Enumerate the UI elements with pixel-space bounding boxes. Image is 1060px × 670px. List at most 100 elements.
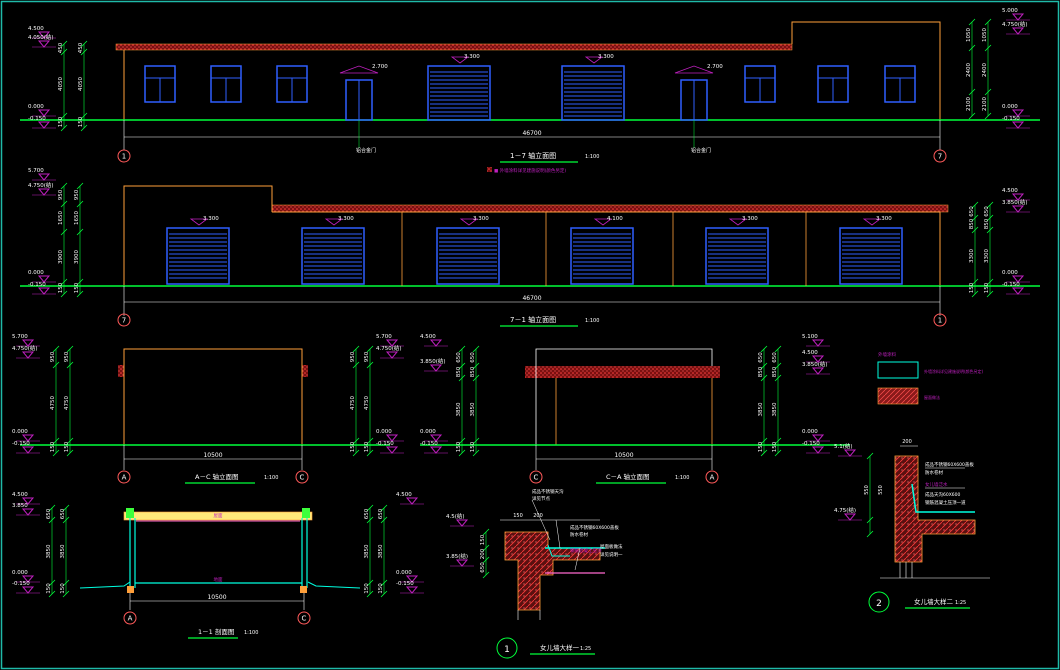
level-marker [37, 109, 51, 117]
level-marker [189, 218, 209, 226]
level-label: -0.150 [802, 441, 820, 447]
elevation-scale: 1:100 [264, 475, 278, 481]
rolling-shutter [436, 227, 500, 285]
elevation-scale: 1:100 [585, 318, 599, 324]
dim-tick [986, 201, 994, 209]
level-marker [21, 508, 35, 516]
detail-number: 1 [504, 645, 510, 655]
dim-value: 650 [470, 352, 476, 363]
dim-tick [52, 437, 60, 445]
dim-tick [760, 362, 768, 370]
dim-tick [352, 449, 360, 457]
door-height-label: 2.700 [372, 64, 388, 70]
level-label: 0.000 [12, 570, 28, 576]
dim-value: 150 [50, 441, 56, 452]
shutter-height-label: 3.300 [338, 216, 354, 222]
dim-value: 650 [378, 508, 384, 519]
level-label: 4.500 [802, 350, 818, 356]
level-marker [811, 339, 825, 347]
axis-label: A [128, 615, 133, 623]
dim-value: 850 [772, 366, 778, 377]
level-label: -0.150 [28, 282, 46, 288]
dim-value: 950 [64, 351, 70, 362]
level-label: 0.000 [420, 429, 436, 435]
elevation-title: C－A 轴立面图 [606, 472, 650, 481]
detail-note: 成品不锈钢60X600盖板 [925, 461, 974, 468]
level-marker [811, 446, 825, 454]
dim-tick [60, 200, 68, 208]
elevation-7-1 [20, 185, 1040, 316]
level-marker [405, 586, 419, 594]
dim-tick [60, 112, 68, 120]
dim-tick [76, 290, 84, 298]
level-marker [1011, 121, 1025, 129]
dim-tick [366, 449, 374, 457]
level-label: 4.500 [420, 334, 436, 340]
dim-value: 850 [470, 366, 476, 377]
dim-value: 650 [456, 352, 462, 363]
rolling-shutter [561, 65, 625, 121]
level-marker [811, 367, 825, 375]
axis-bubble [529, 470, 543, 484]
level-marker [862, 218, 882, 226]
rolling-shutter [301, 227, 365, 285]
level-label: 0.000 [28, 104, 44, 110]
dim-value: 3900 [58, 250, 64, 264]
level-marker [21, 586, 35, 594]
axis-bubble [297, 611, 311, 625]
dim-value: 4750 [364, 396, 370, 410]
axis-label: 7 [122, 317, 126, 325]
dim-value: 150 [60, 583, 66, 594]
dim-value: 200 [480, 548, 486, 559]
shutter-height-label: 3.300 [203, 216, 219, 222]
dim-tick [760, 437, 768, 445]
level-label: -0.150 [376, 441, 394, 447]
detail-note: 屋面板做法 [600, 543, 623, 550]
level-marker [385, 446, 399, 454]
legend [877, 361, 919, 405]
width-dimension: 10500 [207, 594, 226, 601]
dim-tick [60, 48, 68, 56]
parapet-concrete [504, 531, 601, 611]
dim-value: 950 [350, 351, 356, 362]
level-label: 4.500 [12, 492, 28, 498]
dim-tick [482, 544, 490, 552]
dim-value: 3300 [969, 249, 975, 263]
dim-value: 150 [46, 583, 52, 594]
legend-text: 外墙涂料详见建施说明(颜色另定) [924, 368, 984, 374]
level-label: 4.750(结) [12, 344, 38, 352]
dim-value: 1650 [74, 211, 80, 225]
dim-value: 850 [456, 366, 462, 377]
rolling-shutter [427, 65, 491, 121]
detail-note: 防水卷材 [570, 531, 588, 538]
shutter-height-label: 3.300 [598, 54, 614, 60]
door-note: 铝合金门 [691, 147, 711, 154]
dim-value: 450 [78, 42, 84, 53]
dim-value: 4750 [64, 396, 70, 410]
level-label: 3.85(结) [446, 552, 468, 560]
dim-value: 150 [470, 441, 476, 452]
dim-tick [48, 504, 56, 512]
width-dimension: 10500 [203, 452, 222, 459]
dim-tick [984, 112, 992, 120]
detail-note: 成品天沟60X600 [925, 491, 961, 498]
dim-tick [366, 345, 374, 353]
dim-tick [60, 228, 68, 236]
dim-tick [458, 437, 466, 445]
dim-value: 2400 [966, 63, 972, 77]
dim-tick [482, 571, 490, 579]
detail-title: 女儿墙大样二 [914, 597, 954, 606]
level-label: 4.750(结) [28, 181, 54, 189]
detail-scale: 1:25 [955, 600, 966, 606]
level-label: 5.100 [802, 334, 818, 340]
dim-tick [48, 516, 56, 524]
dim-value: 4050 [58, 77, 64, 91]
level-label: -0.150 [396, 581, 414, 587]
dim-value: 3850 [470, 402, 476, 416]
section-1-1 [79, 508, 361, 610]
roof-parapet [115, 43, 793, 51]
section-title: 1－1 剖面图 [198, 627, 234, 636]
level-marker [405, 575, 419, 583]
detail-note: 女儿墙泛水 [925, 481, 948, 488]
level-label: 3.850(结) [420, 357, 446, 365]
